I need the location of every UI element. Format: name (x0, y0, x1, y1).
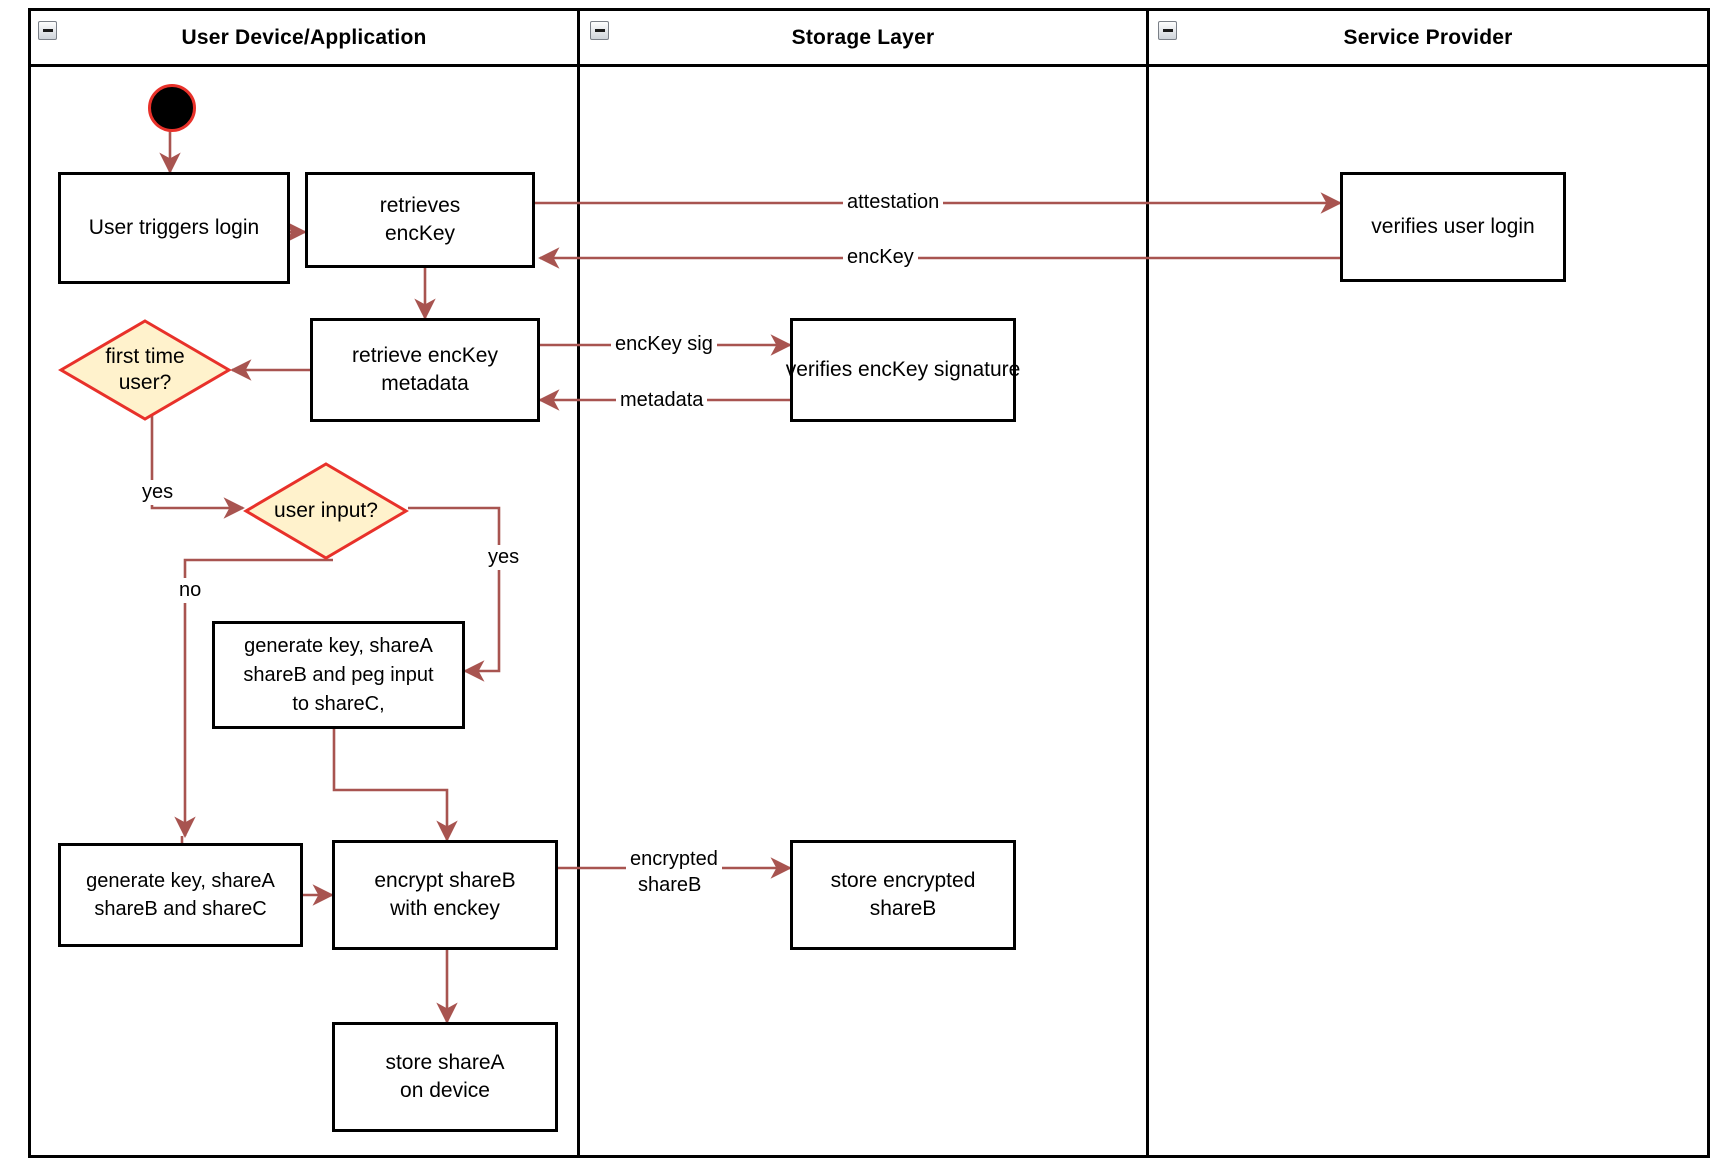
node-generate-key-peg[interactable]: generate key, shareA shareB and peg inpu… (212, 621, 465, 729)
edge-label-no-user-input: no (175, 578, 206, 603)
edge-label-enckey: encKey (843, 245, 918, 270)
edge-label-encrypted-shareb-line2: shareB (634, 873, 706, 898)
initial-node[interactable] (148, 84, 196, 132)
edge-label-yes-user-input: yes (484, 545, 524, 570)
swimlane-frame (28, 8, 1710, 1158)
node-label-line1: retrieve encKey (352, 344, 498, 367)
edge-label-enckey-sig: encKey sig (611, 332, 717, 357)
node-encrypt-shareb[interactable]: encrypt shareB with enckey (332, 840, 558, 950)
node-store-encrypted-shareb[interactable]: store encrypted shareB (790, 840, 1016, 950)
node-label-line1: encrypt shareB (374, 869, 516, 892)
node-label-line2: on device (400, 1079, 490, 1102)
node-verifies-enckey-signature[interactable]: verifies encKey signature (786, 318, 1020, 422)
node-label-line2: metadata (381, 372, 469, 395)
node-label: User triggers login (88, 216, 260, 239)
edge-label-encrypted-shareb-line1: encrypted (626, 847, 722, 872)
node-label-line1: retrieves (379, 194, 461, 217)
node-label-line2: shareB and shareC (94, 898, 267, 920)
edge-label-attestation: attestation (843, 190, 944, 215)
node-user-triggers-login[interactable]: User triggers login (58, 172, 290, 284)
lane-body-storage-layer (580, 67, 1149, 1155)
node-label-line1: store encrypted (830, 869, 976, 892)
node-label-line1: generate key, shareA (244, 634, 433, 657)
node-label: verifies encKey signature (785, 358, 1021, 381)
node-label-line2: encKey (384, 222, 456, 245)
edge-label-yes-first-time: yes (138, 480, 178, 505)
node-label: verifies user login (1371, 215, 1535, 238)
lane-title-service-provider: Service Provider (1343, 25, 1513, 49)
lane-title-storage-layer: Storage Layer (791, 25, 935, 49)
decision-user-input[interactable]: user input? (243, 461, 409, 561)
node-label-line3: to shareC, (292, 692, 385, 715)
node-store-sharea[interactable]: store shareA on device (332, 1022, 558, 1132)
node-retrieve-enckey-metadata[interactable]: retrieve encKey metadata (310, 318, 540, 422)
node-label-line1: store shareA (385, 1051, 505, 1074)
node-label-line2: shareB and peg input (243, 663, 434, 686)
node-label-line2: shareB (869, 897, 937, 920)
decision-first-time-user[interactable]: first time user? (58, 318, 232, 422)
node-verifies-user-login[interactable]: verifies user login (1340, 172, 1566, 282)
lane-title-user-device: User Device/Application (181, 25, 427, 49)
edge-label-metadata: metadata (616, 388, 708, 413)
node-generate-key-shares[interactable]: generate key, shareA shareB and shareC (58, 843, 303, 947)
minus-icon[interactable] (1158, 21, 1177, 40)
lane-header-user-device[interactable]: User Device/Application (31, 11, 580, 67)
minus-icon[interactable] (38, 21, 57, 40)
node-label-line2: with enckey (390, 897, 500, 920)
lane-header-service-provider[interactable]: Service Provider (1149, 11, 1707, 67)
node-retrieves-enckey[interactable]: retrieves encKey (305, 172, 535, 268)
node-label-line1: generate key, shareA (86, 870, 275, 892)
lane-header-storage-layer[interactable]: Storage Layer (580, 11, 1149, 67)
minus-icon[interactable] (590, 21, 609, 40)
